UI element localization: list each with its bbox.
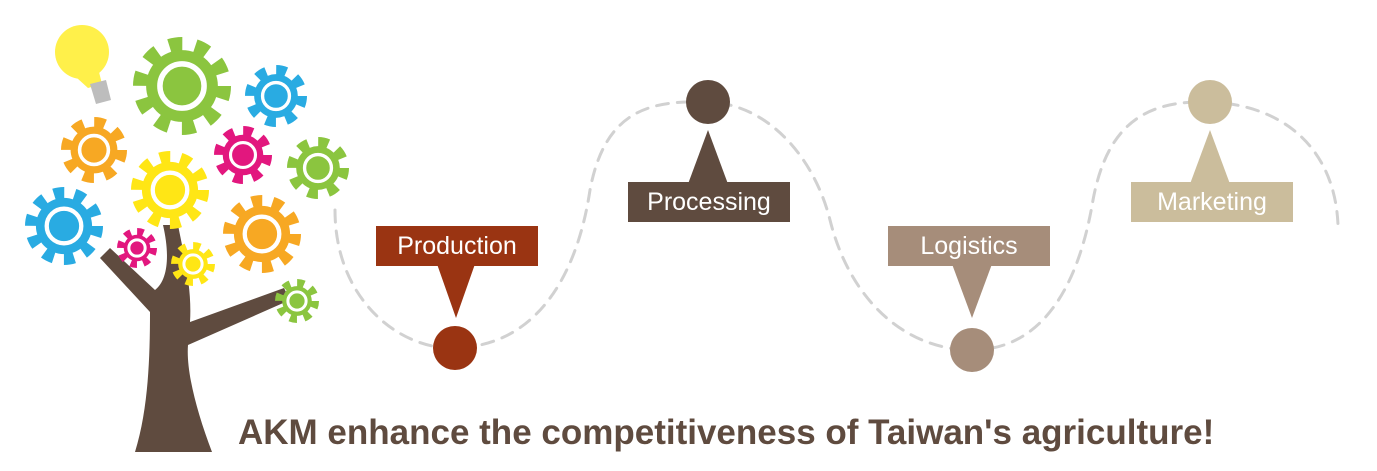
processing-pointer	[688, 130, 728, 184]
production-label-box	[376, 226, 538, 266]
logistics-pointer	[952, 264, 992, 318]
stage-label-production: Production	[397, 232, 517, 260]
gear-teeth	[170, 241, 215, 286]
gear-inner-ring	[260, 80, 292, 112]
stage-label-processing: Processing	[647, 188, 771, 216]
gear-icon	[61, 117, 128, 184]
stage-label-logistics: Logistics	[920, 232, 1018, 260]
gear-icon	[286, 137, 349, 200]
gear-icon	[117, 227, 158, 268]
processing-node	[686, 80, 730, 124]
gear-tree-illustration	[24, 25, 349, 452]
gear-inner-ring	[127, 238, 147, 258]
marketing-marker	[1131, 80, 1293, 222]
gear-teeth	[24, 186, 104, 265]
gear-teeth	[274, 278, 319, 323]
gear-teeth	[286, 137, 349, 200]
logistics-node	[950, 328, 994, 372]
gear-inner-ring	[44, 206, 84, 246]
gear-teeth	[130, 150, 209, 229]
gear-inner-ring	[242, 214, 282, 254]
gear-icon	[170, 241, 215, 286]
gear-inner-ring	[228, 140, 258, 170]
processing-label-box	[628, 182, 790, 222]
gear-icon	[130, 150, 209, 229]
bulb-base	[90, 80, 111, 104]
gear-inner-ring	[77, 133, 111, 167]
gear-inner-ring	[182, 253, 204, 275]
tagline: AKM enhance the competitiveness of Taiwa…	[238, 413, 1215, 452]
gear-icon	[132, 37, 231, 135]
gear-teeth	[245, 65, 308, 128]
gear-teeth	[222, 194, 301, 273]
tree-trunk	[100, 225, 290, 452]
bulb-neck	[66, 68, 102, 88]
light-bulb-icon	[55, 25, 111, 104]
value-chain-dashed-path	[333, 100, 1340, 352]
gear-icon	[214, 126, 272, 184]
gear-icon	[24, 186, 104, 265]
logistics-marker	[888, 226, 1050, 372]
marketing-label-box	[1131, 182, 1293, 222]
production-marker	[376, 226, 538, 370]
gear-icon	[274, 278, 319, 323]
logistics-label-box	[888, 226, 1050, 266]
gear-teeth	[117, 227, 158, 268]
gear-teeth	[132, 37, 231, 135]
processing-marker	[628, 80, 790, 222]
stage-label-marketing: Marketing	[1157, 188, 1267, 216]
gear-icon	[245, 65, 308, 128]
production-pointer	[437, 264, 475, 318]
bulb-glass	[55, 25, 109, 79]
marketing-node	[1188, 80, 1232, 124]
gear-inner-ring	[302, 152, 334, 184]
gear-teeth	[61, 117, 128, 184]
gear-inner-ring	[157, 61, 207, 111]
marketing-pointer	[1190, 130, 1230, 184]
production-node	[433, 326, 477, 370]
gear-inner-ring	[150, 170, 190, 210]
gear-icon	[222, 194, 301, 273]
gear-inner-ring	[286, 290, 308, 312]
gear-teeth	[214, 126, 272, 184]
